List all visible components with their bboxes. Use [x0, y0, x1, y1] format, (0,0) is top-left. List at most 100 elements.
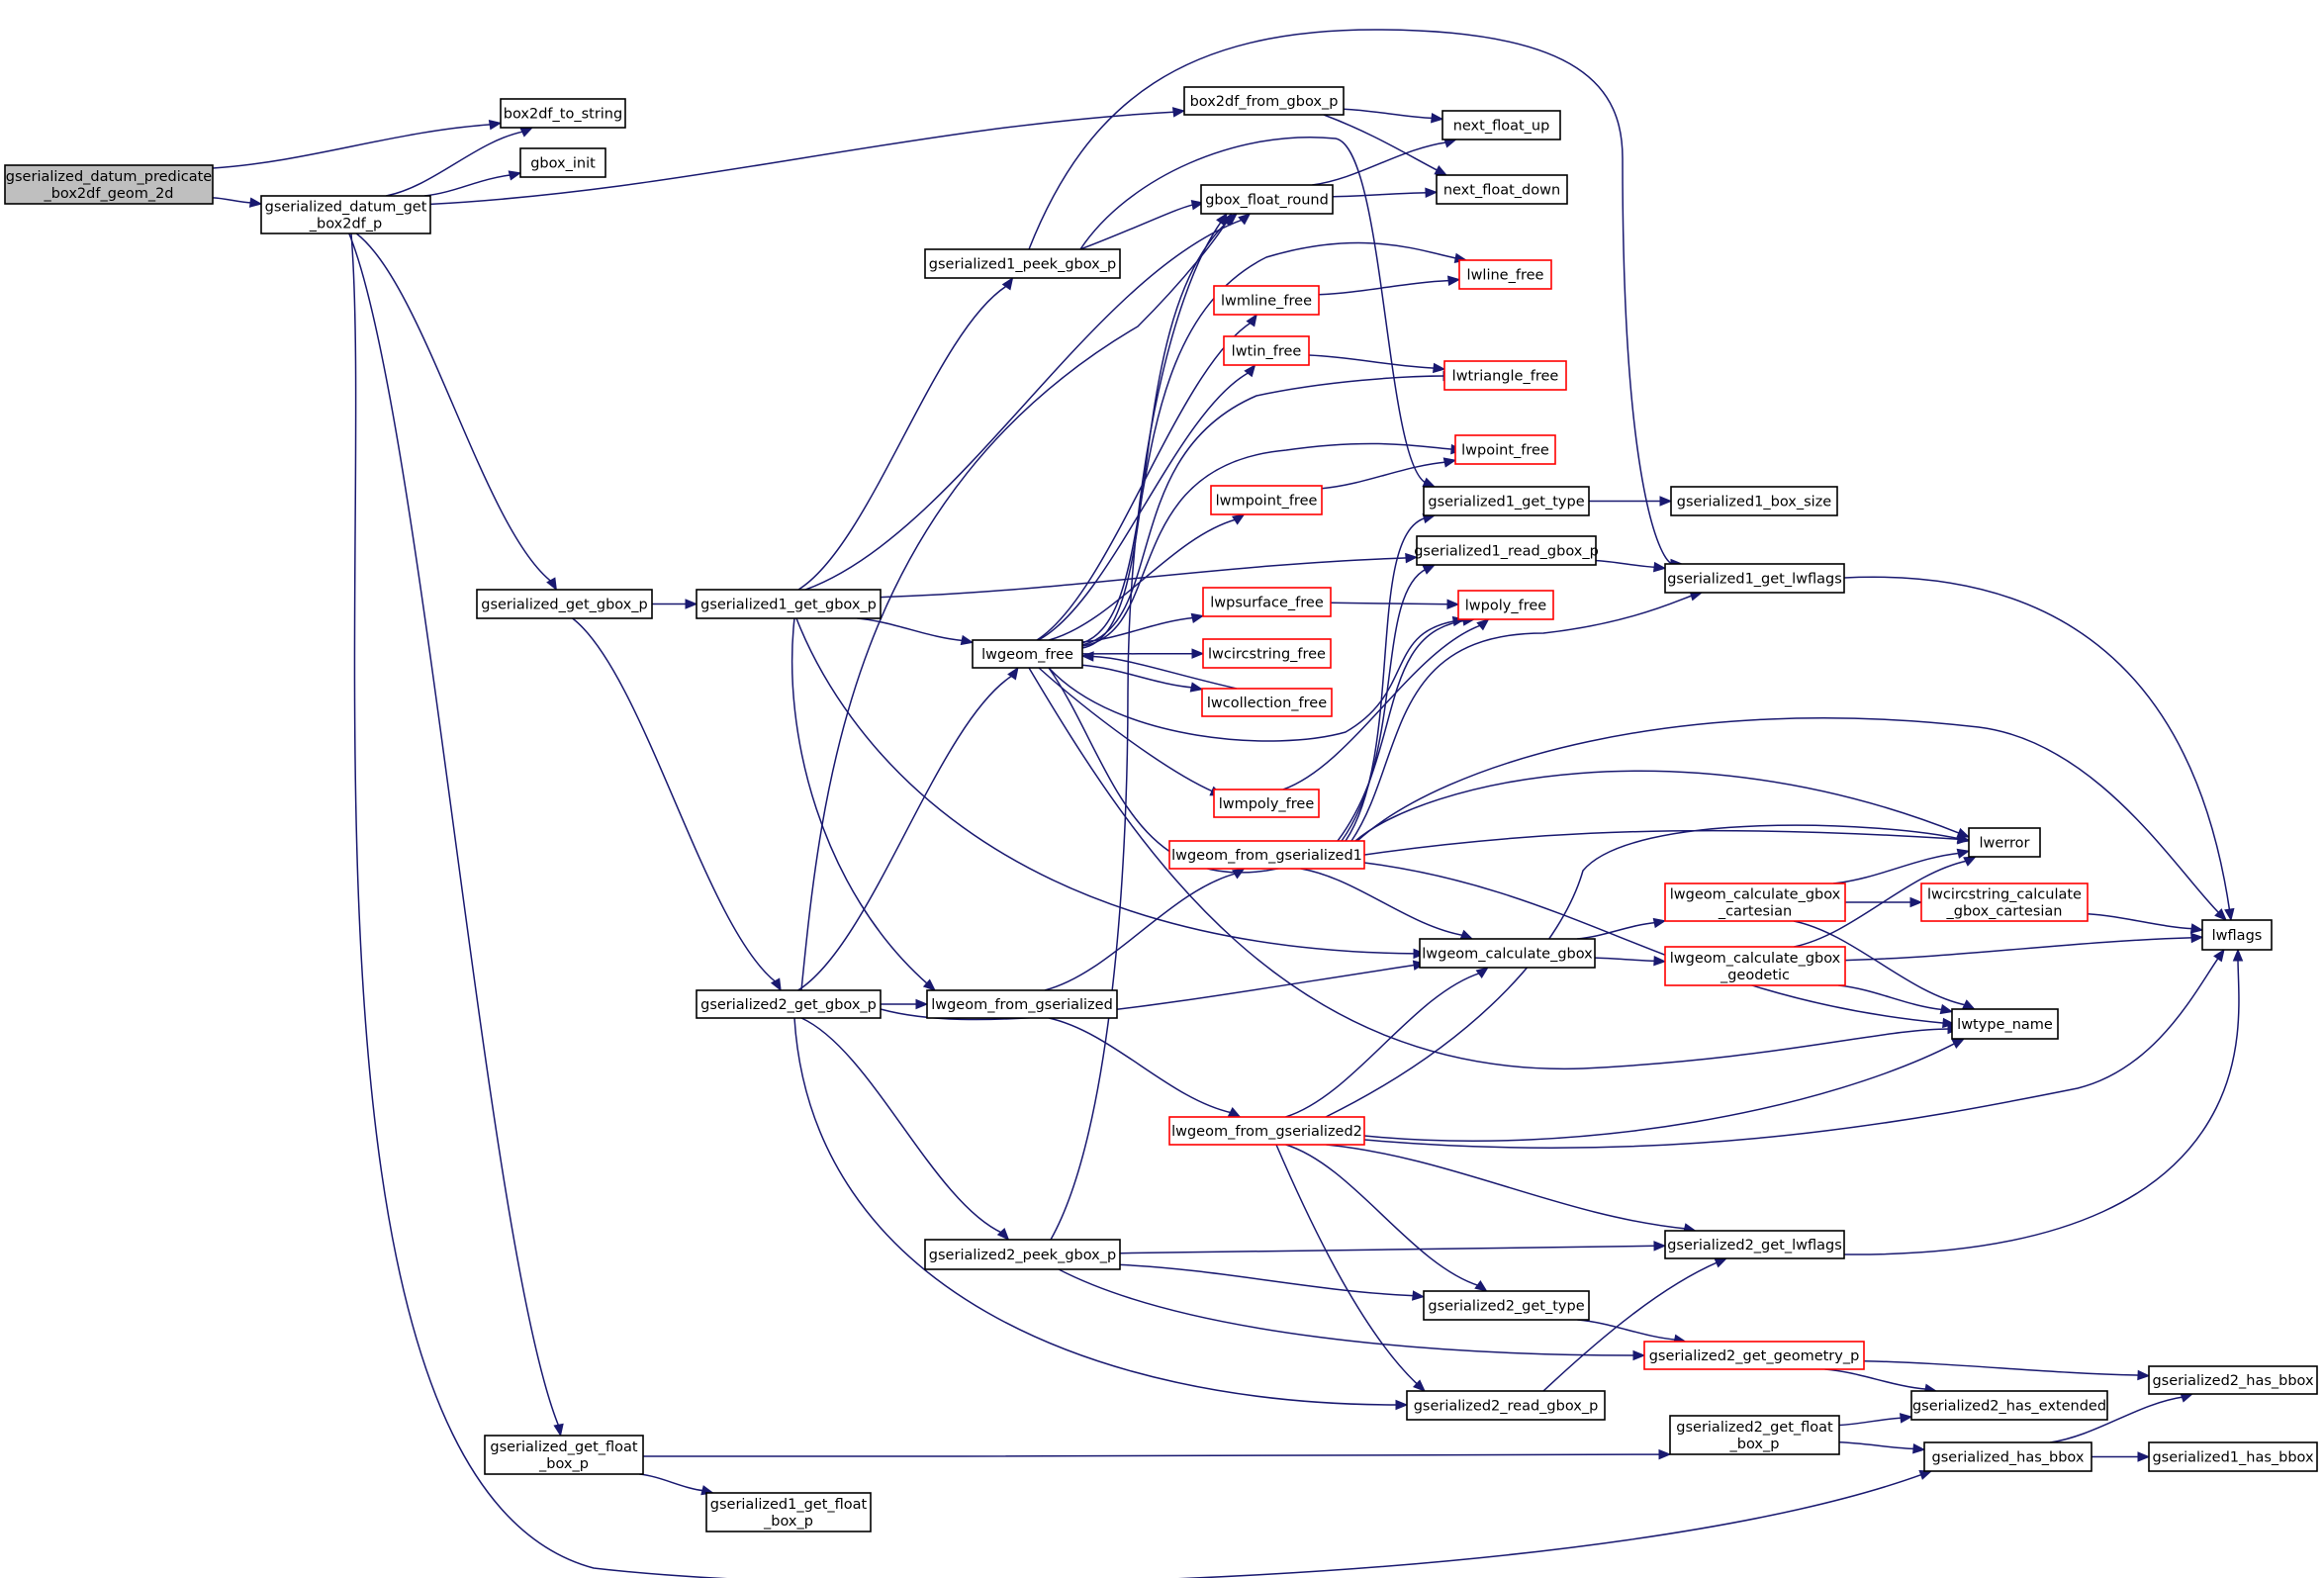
edge-gserialized_datum_get_box2df_p-to-box2df_from_gbox_p: [429, 107, 1186, 206]
node-gserialized1-get-type[interactable]: gserialized1_get_type: [1423, 486, 1590, 516]
node-lwgeom-calculate-gbox-geodetic[interactable]: lwgeom_calculate_gbox_geodetic: [1664, 946, 1846, 986]
node-label: gserialized2_get_float: [1676, 1420, 1833, 1436]
node-label: gserialized1_get_gbox_p: [700, 598, 877, 613]
node-box: [1910, 1390, 2108, 1421]
node-lwgeom-calculate-gbox-cartesian[interactable]: lwgeom_calculate_gbox_cartesian: [1664, 882, 1846, 922]
edge-lwgeom_from_gserialized2-to-lwgeom_calculate_gbox: [1285, 967, 1489, 1118]
edge-lwgeom_from_gserialized2-to-gserialized2_get_lwflags: [1326, 1144, 1697, 1234]
node-gserialized2-get-float-box-p[interactable]: gserialized2_get_float_box_p: [1669, 1415, 1840, 1455]
node-gserialized2-get-lwflags[interactable]: gserialized2_get_lwflags: [1664, 1230, 1845, 1259]
node-box: [705, 1492, 872, 1532]
edge-lwtin_free-to-lwtriangle_free: [1308, 354, 1446, 374]
edge-gserialized1_peek_gbox_p-to-gbox_float_round: [1079, 200, 1205, 250]
node-label: gserialized_get_gbox_p: [481, 598, 648, 613]
node-lwmline-free[interactable]: lwmline_free: [1213, 285, 1320, 316]
node-box: [926, 989, 1118, 1019]
node-label: gserialized2_has_extended: [1912, 1399, 2106, 1415]
edge-gserialized_datum_get_box2df_p-to-gserialized_get_gbox_p: [355, 232, 558, 592]
node-lwcollection-free[interactable]: lwcollection_free: [1201, 688, 1333, 717]
node-lwtriangle-free[interactable]: lwtriangle_free: [1443, 360, 1567, 391]
edge-gserialized_datum_get_box2df_p-to-gbox_init: [423, 170, 522, 197]
node-label: gserialized1_peek_gbox_p: [929, 257, 1116, 273]
node-lwgeom-from-gserialized[interactable]: lwgeom_from_gserialized: [926, 989, 1118, 1019]
node-gserialized-datum-get-box2df-p[interactable]: gserialized_datum_get_box2df_p: [260, 195, 431, 234]
edge-lwgeom_free-to-gbox_float_round: [1081, 213, 1238, 649]
node-lwflags[interactable]: lwflags: [2201, 919, 2273, 951]
node-lwgeom-calculate-gbox[interactable]: lwgeom_calculate_gbox: [1419, 938, 1596, 969]
edge-gserialized2_get_gbox_p-to-gserialized2_peek_gbox_p: [800, 1017, 1010, 1241]
node-gbox-float-round[interactable]: gbox_float_round: [1200, 184, 1334, 215]
node-gserialized1-get-float-box-p[interactable]: gserialized1_get_float_box_p: [705, 1492, 872, 1532]
node-lwgeom-from-gserialized2[interactable]: lwgeom_from_gserialized2: [1168, 1116, 1365, 1146]
node-box2df-to-string[interactable]: box2df_to_string: [500, 98, 626, 129]
node-label: gserialized_get_float: [490, 1439, 638, 1455]
node-label: _geodetic: [1720, 968, 1790, 983]
edge-gserialized1_get_gbox_p-to-lwgeom_free: [857, 617, 975, 646]
edge-gserialized2_get_geometry_p-to-gserialized2_has_bbox: [1863, 1359, 2151, 1381]
node-label: lwmpoint_free: [1216, 494, 1318, 510]
node-label: next_float_down: [1443, 183, 1560, 199]
node-label: gserialized1_get_lwflags: [1667, 572, 1842, 588]
node-label: lwcollection_free: [1207, 696, 1327, 711]
node-gserialized1-has-bbox[interactable]: gserialized1_has_bbox: [2148, 1441, 2318, 1472]
node-label: lwgeom_from_gserialized1: [1171, 848, 1362, 864]
edge-lwpsurface_free-to-lwpoly_free: [1330, 599, 1460, 610]
edges-layer: [212, 29, 2244, 1578]
node-gserialized2-get-geometry-p[interactable]: gserialized2_get_geometry_p: [1643, 1341, 1865, 1370]
node-box: [519, 147, 606, 178]
edge-lwgeom_from_gserialized2-to-gserialized2_get_type: [1285, 1144, 1488, 1292]
node-root: gserialized_datum_predicate_box2df_geom_…: [4, 164, 214, 205]
node-label: gserialized_has_bbox: [1932, 1450, 2085, 1466]
node-box: [1441, 110, 1561, 140]
edge-lwgeom_from_gserialized1-to-lwgeom_calculate_gbox: [1300, 868, 1474, 940]
node-gserialized1-read-gbox-p[interactable]: gserialized1_read_gbox_p: [1414, 535, 1599, 566]
node-gserialized2-get-gbox-p[interactable]: gserialized2_get_gbox_p: [696, 989, 882, 1019]
node-lwgeom-from-gserialized1[interactable]: lwgeom_from_gserialized1: [1168, 840, 1365, 870]
edge-lwgeom_calculate_gbox-to-lwgeom_calculate_gbox_cartesian: [1576, 917, 1667, 940]
node-gserialized1-box-size[interactable]: gserialized1_box_size: [1670, 486, 1838, 516]
node-gserialized1-get-lwflags[interactable]: gserialized1_get_lwflags: [1664, 563, 1845, 594]
node-lwgeom-free[interactable]: lwgeom_free: [972, 639, 1083, 669]
edge-lwgeom_from_gserialized2-to-gserialized2_read_gbox_p: [1275, 1144, 1426, 1392]
node-label: _box_p: [538, 1456, 589, 1472]
node-lwcircstring-free[interactable]: lwcircstring_free: [1202, 638, 1332, 669]
edge-gserialized1_read_gbox_p-to-gserialized1_get_lwflags: [1595, 559, 1667, 573]
node-box: [1168, 1116, 1365, 1146]
node-lwtin-free[interactable]: lwtin_free: [1223, 335, 1310, 366]
node-label: lwcircstring_calculate: [1927, 887, 2082, 903]
node-gserialized2-has-extended[interactable]: gserialized2_has_extended: [1910, 1390, 2108, 1421]
edge-lwgeom_from_gserialized1-to-gserialized1_get_lwflags: [1350, 591, 1704, 842]
node-gbox-init[interactable]: gbox_init: [519, 147, 606, 178]
node-gserialized-get-float-box-p[interactable]: gserialized_get_float_box_p: [484, 1435, 644, 1475]
node-lwtype-name[interactable]: lwtype_name: [1951, 1008, 2059, 1040]
node-label: lwtriangle_free: [1452, 369, 1559, 385]
node-box: [972, 639, 1083, 669]
node-box2df-from-gbox-p[interactable]: box2df_from_gbox_p: [1183, 86, 1345, 116]
node-label: lwmline_free: [1221, 294, 1312, 310]
node-gserialized-get-gbox-p[interactable]: gserialized_get_gbox_p: [476, 589, 653, 619]
node-box: [1923, 1441, 2092, 1472]
node-gserialized1-get-gbox-p[interactable]: gserialized1_get_gbox_p: [696, 589, 882, 619]
node-gserialized2-get-type[interactable]: gserialized2_get_type: [1423, 1290, 1590, 1321]
node-gserialized2-read-gbox-p[interactable]: gserialized2_read_gbox_p: [1406, 1390, 1606, 1421]
node-lwpsurface-free[interactable]: lwpsurface_free: [1202, 587, 1332, 617]
edge-gserialized1_get_type-to-gserialized1_box_size: [1589, 496, 1673, 507]
node-lwpoint-free[interactable]: lwpoint_free: [1454, 434, 1556, 465]
node-lwline-free[interactable]: lwline_free: [1458, 259, 1552, 290]
node-box: [1669, 1415, 1840, 1455]
node-gserialized-has-bbox[interactable]: gserialized_has_bbox: [1923, 1441, 2092, 1472]
edge-gserialized2_get_geometry_p-to-gserialized2_has_extended: [1824, 1368, 1938, 1394]
node-box: [1201, 688, 1333, 717]
node-lwerror[interactable]: lwerror: [1968, 827, 2041, 858]
node-gserialized1-peek-gbox-p[interactable]: gserialized1_peek_gbox_p: [924, 248, 1121, 279]
edge-gserialized_has_bbox-to-gserialized1_has_bbox: [2091, 1451, 2151, 1462]
node-lwmpoint-free[interactable]: lwmpoint_free: [1210, 485, 1323, 515]
edge-gserialized2_get_gbox_p-to-gbox_float_round: [800, 212, 1233, 991]
node-lwpoly-free[interactable]: lwpoly_free: [1457, 590, 1554, 620]
node-lwcircstring-calculate-gbox-cartesian[interactable]: lwcircstring_calculate_gbox_cartesian: [1920, 882, 2089, 922]
node-lwmpoly-free[interactable]: lwmpoly_free: [1213, 789, 1320, 818]
node-gserialized2-peek-gbox-p[interactable]: gserialized2_peek_gbox_p: [924, 1239, 1121, 1270]
node-gserialized2-has-bbox[interactable]: gserialized2_has_bbox: [2148, 1365, 2318, 1395]
node-next-float-up[interactable]: next_float_up: [1441, 110, 1561, 140]
node-next-float-down[interactable]: next_float_down: [1436, 174, 1568, 205]
